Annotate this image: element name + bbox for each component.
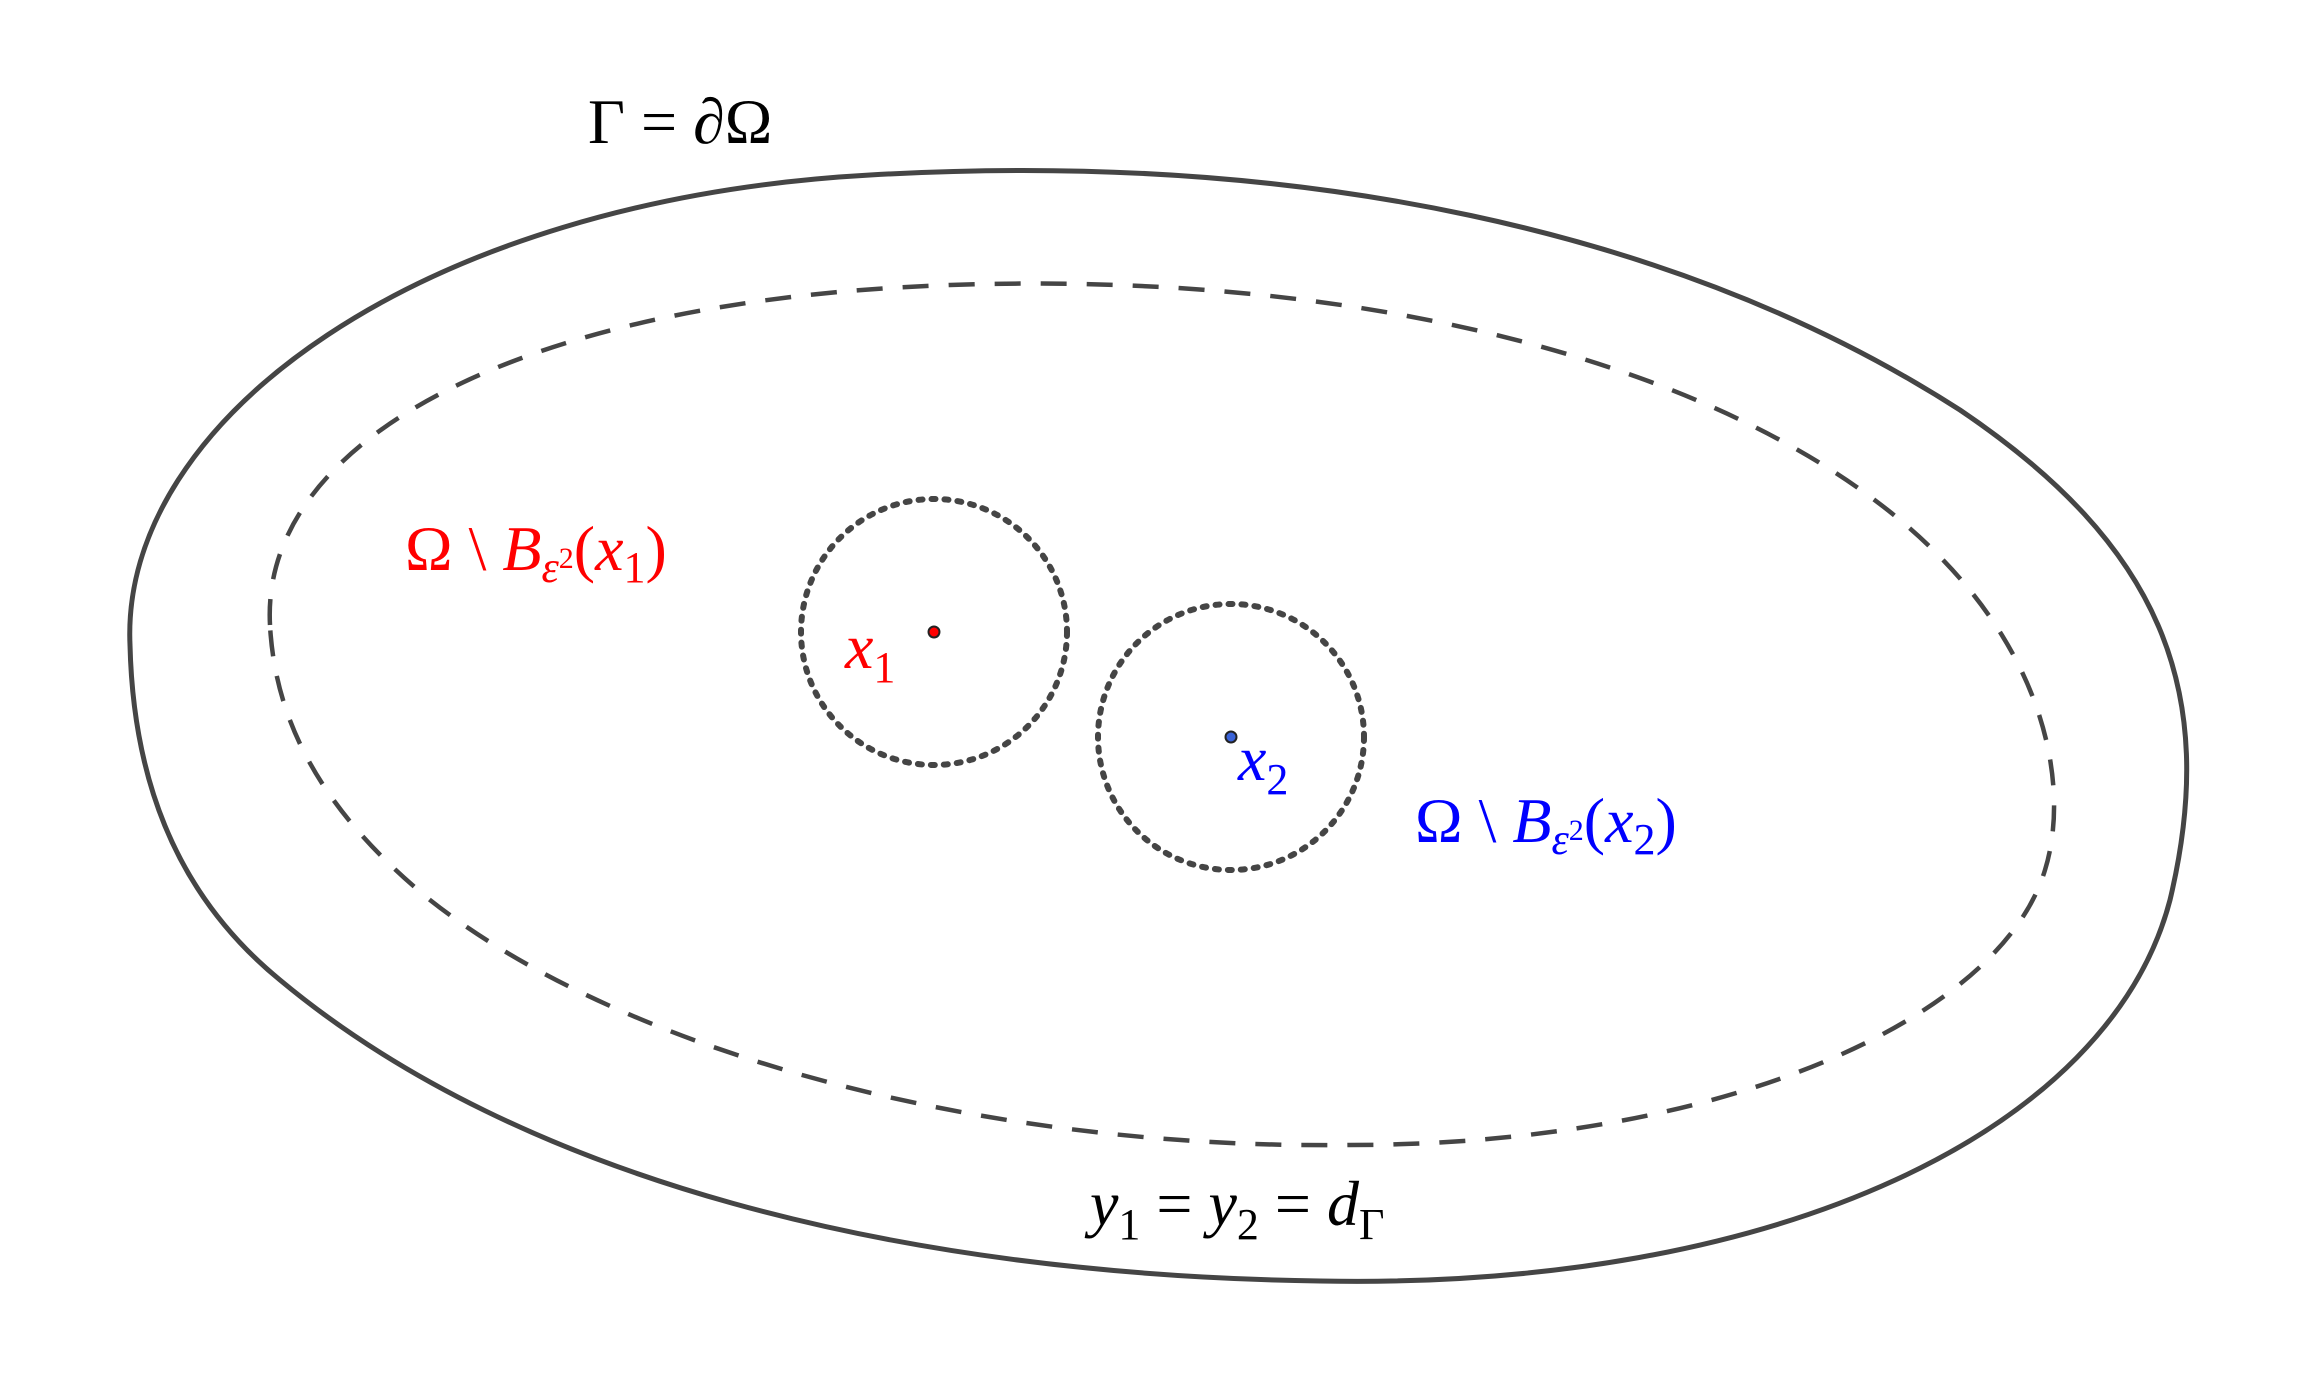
point-x2-marker (1224, 730, 1238, 744)
omega-minus-ball-x1-label: Ω \ Bε2(x1) (405, 513, 667, 592)
point-x1-marker (927, 625, 941, 639)
ball-x2-circle (1095, 601, 1367, 873)
inner-dashed-curve (267, 281, 2057, 1148)
point-x1-label: x1 (844, 611, 895, 692)
omega-minus-ball-x2-label: Ω \ Bε2(x2) (1415, 785, 1677, 864)
outer-boundary-curve (127, 168, 2190, 1284)
boundary-label: Γ = ∂Ω (588, 86, 772, 157)
distance-label: y1 = y2 = dΓ (1084, 1168, 1384, 1249)
ball-x1-circle (798, 496, 1070, 768)
point-x2-label: x2 (1237, 723, 1288, 804)
